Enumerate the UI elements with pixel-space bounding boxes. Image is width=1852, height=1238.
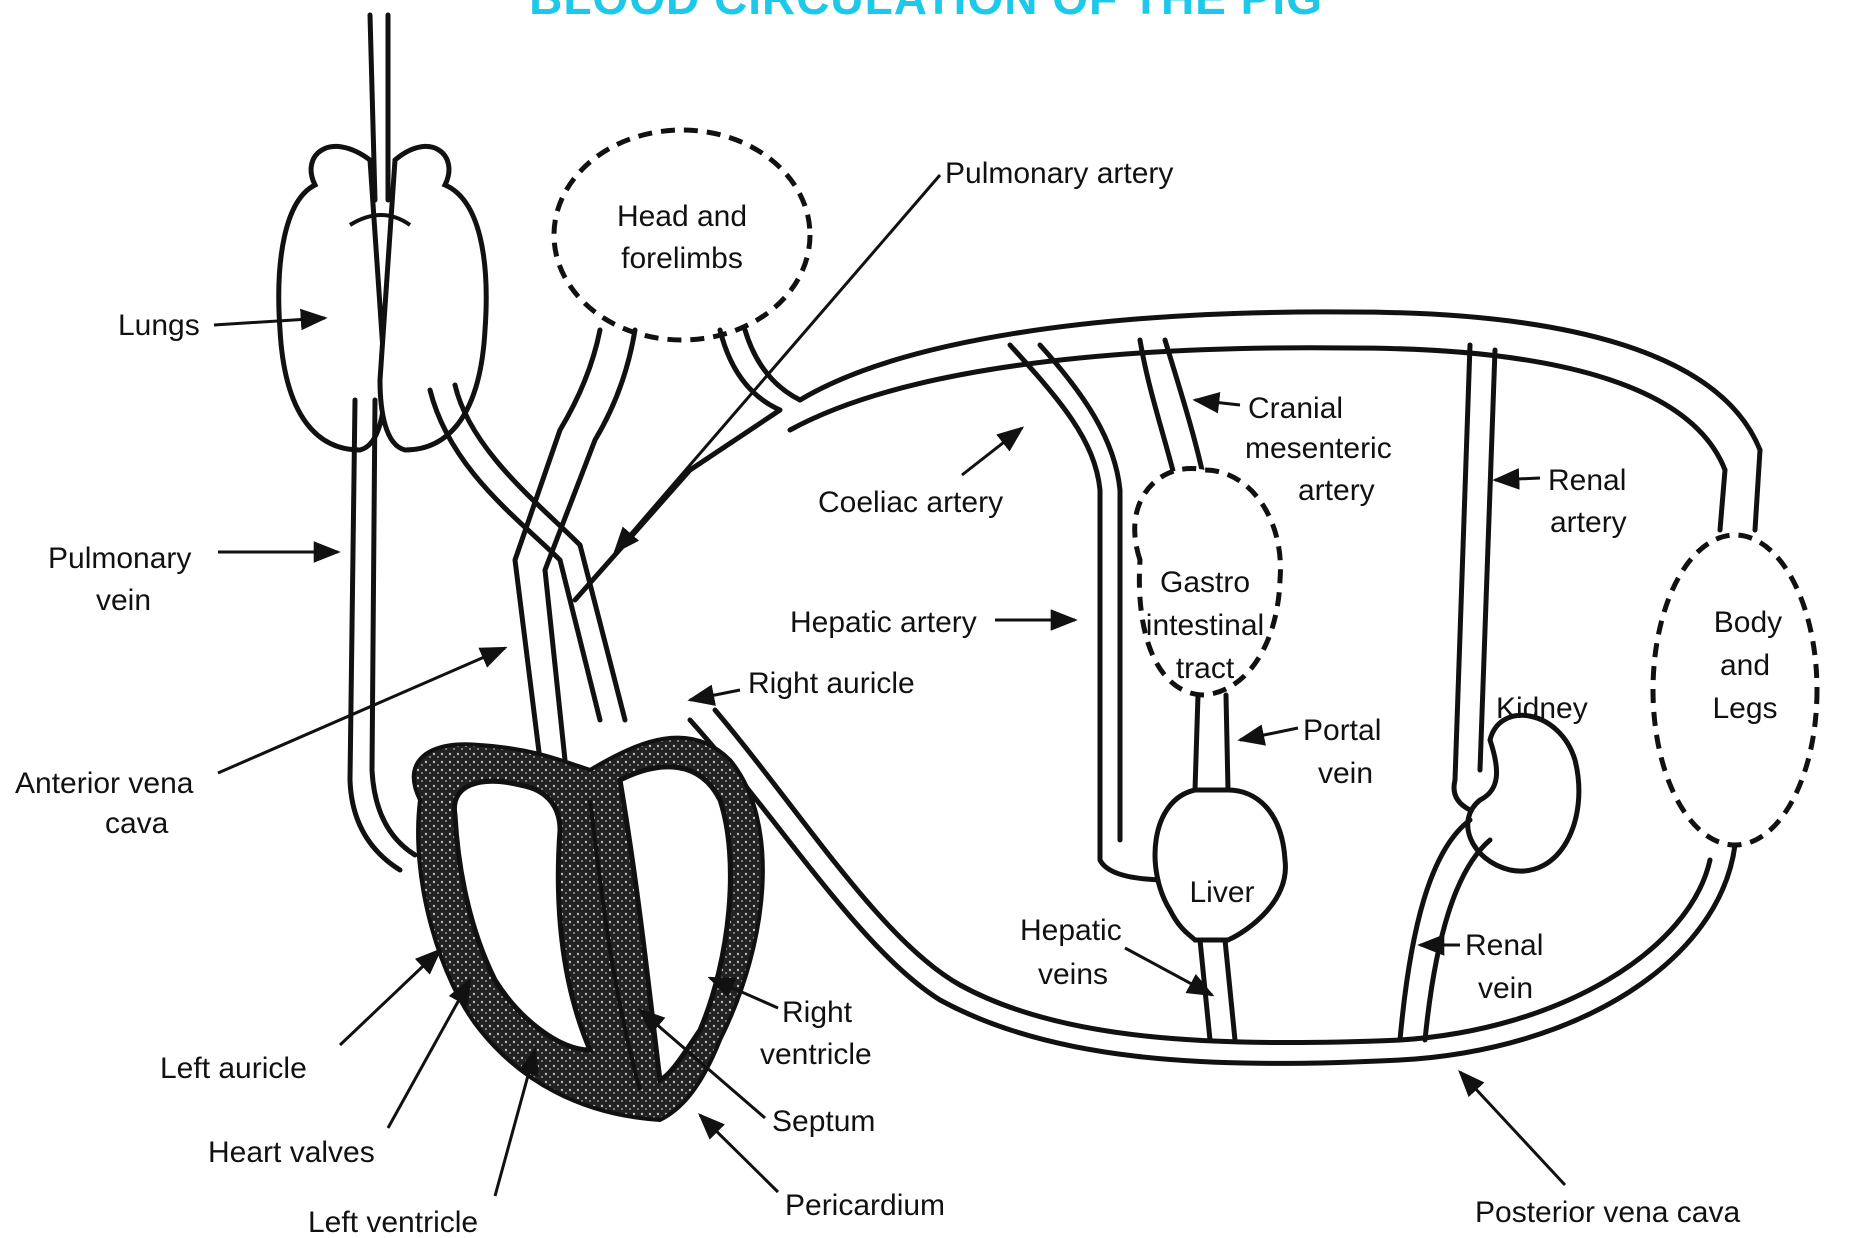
label-lungs: Lungs [118, 309, 200, 342]
label-hepatic-veins-1: Hepatic [1020, 914, 1122, 947]
label-renal-vein-2: vein [1478, 972, 1533, 1005]
label-body-legs-3: Legs [1712, 692, 1777, 725]
label-hepatic-veins-2: veins [1038, 958, 1108, 991]
label-left-ventricle: Left ventricle [308, 1206, 478, 1238]
label-pulmonary-artery: Pulmonary artery [945, 157, 1173, 190]
label-pulmonary-vein-1: Pulmonary [48, 542, 191, 575]
label-cranial-mesenteric-2: mesenteric [1245, 432, 1392, 465]
pulmonary-vein [350, 400, 415, 870]
label-body-legs-1: Body [1714, 606, 1782, 639]
label-renal-artery-2: artery [1550, 506, 1627, 539]
label-portal-vein-1: Portal [1303, 714, 1381, 747]
label-right-ventricle-1: Right [782, 996, 853, 1029]
label-head-forelimbs-2: forelimbs [621, 242, 743, 275]
label-cranial-mesenteric-1: Cranial [1248, 392, 1343, 425]
label-coeliac-artery: Coeliac artery [818, 486, 1003, 519]
diagram-title: BLOOD CIRCULATION OF THE PIG [529, 0, 1323, 24]
label-head-forelimbs-1: Head and [617, 200, 747, 233]
head-forelimbs-capillary-bed [554, 130, 810, 340]
label-gastro-2: intestinal [1146, 609, 1264, 642]
label-septum: Septum [772, 1105, 875, 1138]
label-cranial-mesenteric-3: artery [1298, 474, 1375, 507]
label-pulmonary-vein-2: vein [96, 584, 151, 617]
artery-to-body-legs [1720, 450, 1760, 530]
label-portal-vein-2: vein [1318, 757, 1373, 790]
label-renal-vein-1: Renal [1465, 929, 1543, 962]
label-liver: Liver [1189, 876, 1254, 909]
label-right-ventricle-2: ventricle [760, 1038, 872, 1071]
portal-vein-vessel [1195, 695, 1228, 790]
label-anterior-vena-cava-1: Anterior vena [15, 767, 194, 800]
label-kidney: Kidney [1496, 692, 1588, 725]
label-gastro-3: tract [1176, 652, 1235, 685]
aorta-to-head [575, 330, 800, 600]
label-heart-valves: Heart valves [208, 1136, 375, 1169]
label-gastro-1: Gastro [1160, 566, 1250, 599]
label-pericardium: Pericardium [785, 1189, 945, 1222]
label-right-auricle: Right auricle [748, 667, 915, 700]
label-left-auricle: Left auricle [160, 1052, 307, 1085]
label-renal-artery-1: Renal [1548, 464, 1626, 497]
label-hepatic-artery: Hepatic artery [790, 606, 977, 639]
heart-organ [414, 738, 763, 1120]
body-legs-capillary-bed [1653, 535, 1817, 845]
liver-organ [1155, 790, 1285, 940]
label-body-legs-2: and [1720, 649, 1770, 682]
label-posterior-vena-cava: Posterior vena cava [1475, 1196, 1740, 1229]
label-anterior-vena-cava-2: cava [105, 807, 169, 840]
